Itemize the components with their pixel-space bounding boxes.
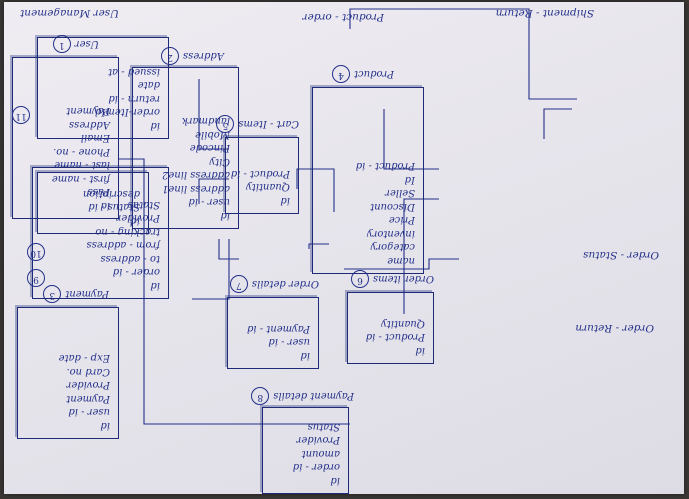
- field: Payment - id: [246, 323, 310, 334]
- field: Payment: [66, 393, 110, 404]
- connector-order-details-return: [198, 79, 229, 150]
- field: Quantity: [246, 181, 290, 193]
- field: user - id: [268, 336, 310, 348]
- entity-order-details-title: Order details7: [229, 275, 319, 293]
- field: id: [300, 350, 310, 361]
- connector-user-address: [543, 108, 572, 139]
- field: id: [130, 215, 140, 226]
- entity-payment: id user - id Payment Provider Card no. E…: [17, 307, 119, 439]
- field: Quantity: [381, 318, 425, 329]
- field: id: [280, 195, 290, 206]
- connector-order-details-status: [198, 178, 229, 204]
- entity-order-items-title: Order items6: [350, 270, 434, 288]
- heading-shipment-return: Shipment - Return: [495, 7, 594, 19]
- field: Product - id: [230, 168, 290, 179]
- connector-cart-order-items: [308, 243, 329, 249]
- connector-product-cart: [383, 109, 439, 170]
- paper-sheet: [4, 2, 684, 494]
- order-status-fields: id Status - id description: [42, 187, 140, 228]
- connector-order-items-order-details: [296, 168, 335, 212]
- entity-order-items: id Product - id Quantity: [347, 292, 434, 364]
- heading-user-management: User Management: [20, 7, 119, 19]
- payment-details-fields: id order - id amount Provider Status: [267, 420, 340, 488]
- field: Status: [307, 421, 340, 432]
- field: Id: [404, 174, 415, 185]
- entity-cart-items: id Quantity Product - id: [225, 137, 299, 214]
- field: id: [100, 420, 110, 431]
- order-return-fields: id order-ItemId return - id date issued …: [42, 65, 160, 133]
- payment-fields: id user - id Payment Provider Card no. E…: [22, 351, 110, 432]
- field: return - id: [108, 93, 160, 104]
- entity-address-title: Address2: [161, 47, 224, 65]
- field: order-ItemId: [95, 106, 160, 118]
- product-fields: name category inventory Price Discount S…: [317, 159, 415, 267]
- field: id: [415, 345, 425, 356]
- connector-address-order-details: [344, 258, 459, 270]
- field: category: [370, 241, 415, 253]
- field: user - id: [68, 406, 110, 418]
- field: Exp - date: [58, 352, 110, 364]
- field: date: [137, 79, 160, 91]
- field: id: [330, 475, 340, 486]
- entity-product: name category inventory Price Discount S…: [312, 87, 424, 274]
- field: Price: [388, 214, 415, 226]
- entity-shipment-number: 9: [27, 269, 49, 287]
- field: Discount: [370, 201, 415, 212]
- field: Product - id: [355, 160, 415, 172]
- field: description: [82, 188, 140, 199]
- order-items-fields: id Product - id Quantity: [352, 317, 425, 358]
- field: Card no.: [66, 366, 110, 377]
- connector-product-shipment: [218, 239, 239, 260]
- field: amount: [301, 448, 340, 459]
- order-details-fields: id user - id Payment - id: [232, 322, 310, 363]
- field: order - id: [112, 266, 160, 278]
- field: issued - at: [108, 66, 160, 77]
- connector-payment-payment-details: [349, 8, 577, 100]
- connector-payment-details-payment: [119, 158, 350, 425]
- entity-order-status-number: 10: [27, 243, 49, 261]
- entity-payment-details: id order - id amount Provider Status: [262, 407, 349, 494]
- entity-payment-details-title: Payment details8: [251, 387, 354, 405]
- field: to - address: [100, 253, 160, 264]
- field: Phone - no.: [53, 146, 110, 157]
- heading-order-return: Order - Return: [575, 322, 654, 334]
- field: inventory: [366, 228, 415, 239]
- field: id: [150, 120, 160, 131]
- field: City: [209, 156, 230, 167]
- field: name: [387, 255, 415, 266]
- entity-order-return: id order-ItemId return - id date issued …: [37, 37, 169, 139]
- entity-order-details: id user - id Payment - id: [227, 297, 319, 369]
- entity-product-title: Product4: [332, 65, 394, 83]
- field: id: [150, 280, 160, 291]
- field: order - id: [292, 461, 340, 473]
- entity-order-status: id Status - id description: [37, 172, 149, 234]
- heading-product-order: Product - order: [302, 11, 384, 23]
- heading-order-status: Order - Status: [583, 249, 659, 261]
- field: Product - id: [365, 331, 425, 343]
- field: Status - id: [88, 201, 140, 213]
- field: Provider: [296, 434, 340, 446]
- field: Provider: [66, 379, 110, 391]
- field: Pincode: [189, 142, 230, 154]
- cart-item-fields: id Quantity Product - id: [230, 167, 290, 208]
- connector-product-order-items: [403, 198, 439, 314]
- entity-order-return-number: 11: [12, 106, 34, 124]
- field: from - address: [86, 239, 160, 251]
- connector-shipment-order: [192, 239, 230, 300]
- entity-cart-items-title: Cart - Items5: [216, 115, 299, 133]
- field: Seller: [385, 187, 415, 199]
